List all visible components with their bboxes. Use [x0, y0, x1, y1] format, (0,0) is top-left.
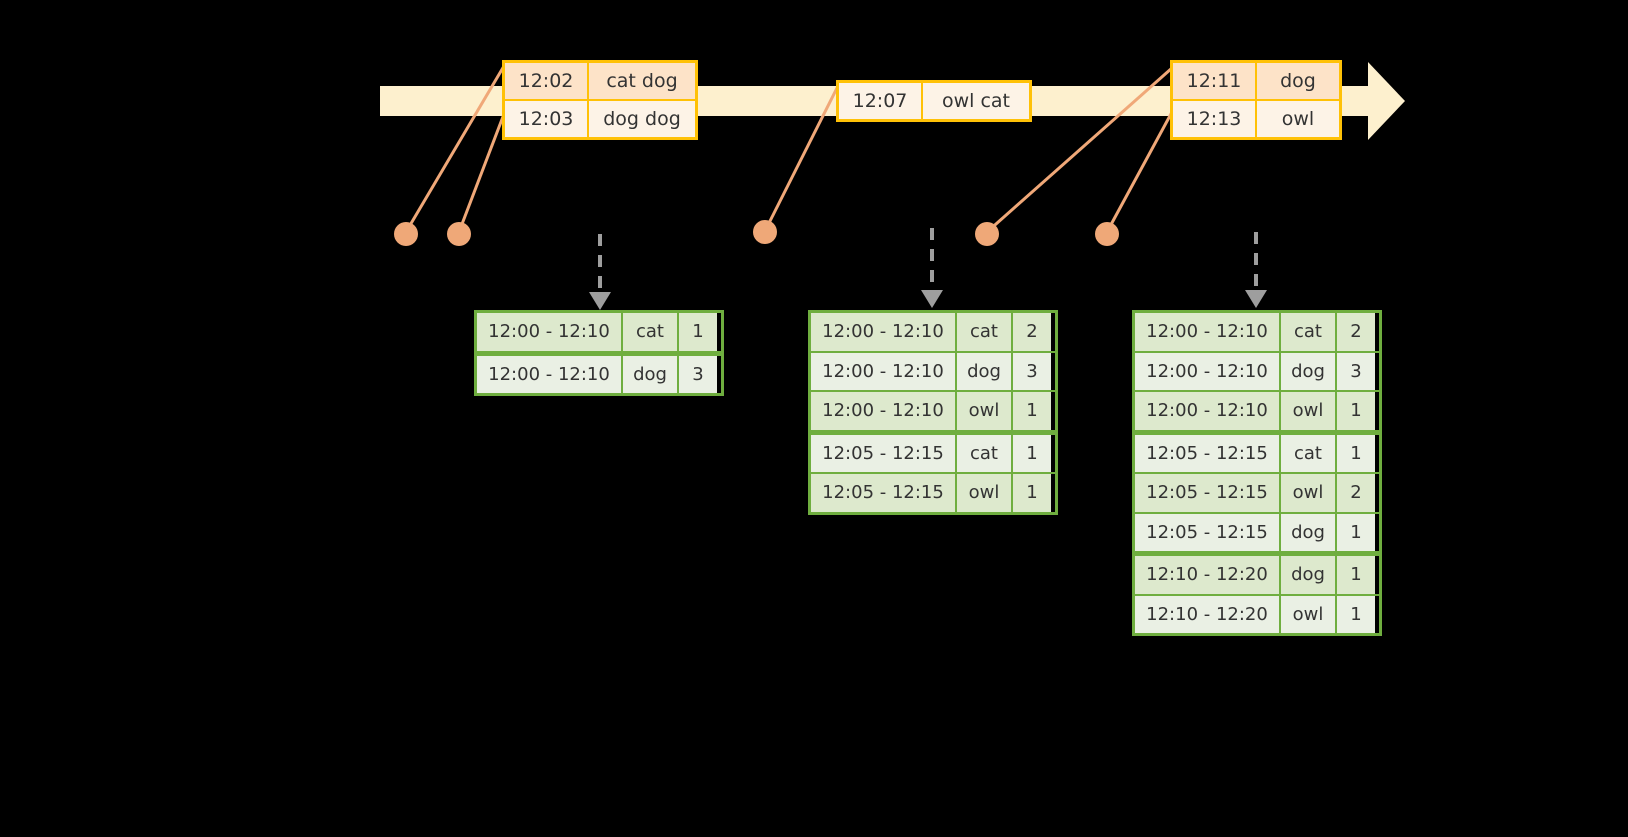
cell-key: cat	[1281, 313, 1337, 351]
event-group-1[interactable]: 12:02 cat dog 12:03 dog dog	[502, 60, 698, 140]
cell-count: 1	[1337, 392, 1375, 430]
trigger-dot-1	[394, 222, 418, 246]
cell-key: owl	[1281, 392, 1337, 430]
cell-count: 1	[1337, 595, 1375, 633]
cell-key: owl	[957, 392, 1013, 430]
cell-key: cat	[957, 313, 1013, 351]
table-row: 12:05 - 12:15 owl 1	[811, 472, 1055, 512]
cell-key: owl	[957, 474, 1013, 512]
result-table-3: 12:00 - 12:10 cat 2 12:00 - 12:10 dog 3 …	[1132, 310, 1382, 636]
trigger-dot-2	[447, 222, 471, 246]
table-row: 12:05 - 12:15 owl 2	[1135, 472, 1379, 512]
cell-window: 12:00 - 12:10	[477, 313, 623, 351]
cell-key: dog	[623, 355, 679, 393]
cell-window: 12:05 - 12:15	[811, 434, 957, 472]
cell-key: dog	[1281, 556, 1337, 594]
cell-key: cat	[623, 313, 679, 351]
cell-key: dog	[957, 352, 1013, 390]
event-row: 12:11 dog	[1173, 63, 1339, 99]
cell-count: 3	[679, 355, 717, 393]
event-time: 12:07	[839, 83, 923, 119]
emit-arrows	[598, 228, 1258, 292]
table-row: 12:00 - 12:10 dog 3	[477, 353, 721, 393]
cell-key: owl	[1281, 474, 1337, 512]
emit-arrow-head-3	[1245, 290, 1267, 308]
table-row: 12:00 - 12:10 cat 2	[1135, 313, 1379, 351]
event-words: owl cat	[923, 83, 1029, 119]
event-words: cat dog	[589, 63, 695, 99]
cell-window: 12:05 - 12:15	[1135, 474, 1281, 512]
cell-window: 12:10 - 12:20	[1135, 556, 1281, 594]
event-row: 12:07 owl cat	[839, 83, 1029, 119]
trigger-dot-4	[975, 222, 999, 246]
cell-count: 3	[1013, 352, 1051, 390]
cell-window: 12:00 - 12:10	[811, 352, 957, 390]
event-row: 12:13 owl	[1173, 99, 1339, 137]
cell-window: 12:00 - 12:10	[811, 313, 957, 351]
cell-key: dog	[1281, 352, 1337, 390]
cell-window: 12:05 - 12:15	[811, 474, 957, 512]
trigger-dot-5	[1095, 222, 1119, 246]
event-group-3[interactable]: 12:11 dog 12:13 owl	[1170, 60, 1342, 140]
table-row: 12:10 - 12:20 owl 1	[1135, 593, 1379, 633]
cell-count: 1	[1337, 513, 1375, 551]
table-row: 12:10 - 12:20 dog 1	[1135, 554, 1379, 594]
cell-count: 1	[1337, 434, 1375, 472]
table-row: 12:05 - 12:15 cat 1	[1135, 432, 1379, 472]
cell-window: 12:05 - 12:15	[1135, 513, 1281, 551]
event-time: 12:11	[1173, 63, 1257, 99]
event-words: dog dog	[589, 101, 695, 137]
cell-count: 1	[679, 313, 717, 351]
emit-arrow-head-1	[589, 292, 611, 310]
cell-count: 2	[1013, 313, 1051, 351]
event-time: 12:13	[1173, 101, 1257, 137]
result-table-2: 12:00 - 12:10 cat 2 12:00 - 12:10 dog 3 …	[808, 310, 1058, 515]
cell-window: 12:00 - 12:10	[477, 355, 623, 393]
result-table-1: 12:00 - 12:10 cat 1 12:00 - 12:10 dog 3	[474, 310, 724, 396]
cell-count: 3	[1337, 352, 1375, 390]
cell-count: 2	[1337, 474, 1375, 512]
cell-count: 1	[1013, 434, 1051, 472]
cell-key: owl	[1281, 595, 1337, 633]
table-row: 12:05 - 12:15 cat 1	[811, 432, 1055, 472]
cell-window: 12:00 - 12:10	[1135, 313, 1281, 351]
event-time: 12:02	[505, 63, 589, 99]
event-row: 12:02 cat dog	[505, 63, 695, 99]
trigger-dot-3	[753, 220, 777, 244]
event-words: dog	[1257, 63, 1339, 99]
table-row: 12:00 - 12:10 cat 1	[477, 313, 721, 354]
event-group-2[interactable]: 12:07 owl cat	[836, 80, 1032, 122]
cell-count: 1	[1013, 392, 1051, 430]
connector-line-2	[457, 113, 506, 233]
cell-window: 12:00 - 12:10	[1135, 352, 1281, 390]
table-row: 12:00 - 12:10 cat 2	[811, 313, 1055, 351]
cell-key: dog	[1281, 513, 1337, 551]
event-row: 12:03 dog dog	[505, 99, 695, 137]
emit-arrow-head-2	[921, 290, 943, 308]
cell-window: 12:10 - 12:20	[1135, 595, 1281, 633]
event-time: 12:03	[505, 101, 589, 137]
cell-window: 12:00 - 12:10	[811, 392, 957, 430]
cell-key: cat	[1281, 434, 1337, 472]
connector-line-5	[1105, 111, 1174, 233]
table-row: 12:00 - 12:10 owl 1	[1135, 390, 1379, 433]
table-row: 12:05 - 12:15 dog 1	[1135, 511, 1379, 554]
table-row: 12:00 - 12:10 dog 3	[811, 350, 1055, 390]
cell-count: 2	[1337, 313, 1375, 351]
cell-window: 12:05 - 12:15	[1135, 434, 1281, 472]
event-words: owl	[1257, 101, 1339, 137]
cell-count: 1	[1013, 474, 1051, 512]
table-row: 12:00 - 12:10 owl 1	[811, 390, 1055, 433]
table-row: 12:00 - 12:10 dog 3	[1135, 350, 1379, 390]
cell-window: 12:00 - 12:10	[1135, 392, 1281, 430]
cell-count: 1	[1337, 556, 1375, 594]
emit-arrow-heads	[589, 290, 1267, 310]
connector-dots	[394, 220, 1119, 246]
cell-key: cat	[957, 434, 1013, 472]
